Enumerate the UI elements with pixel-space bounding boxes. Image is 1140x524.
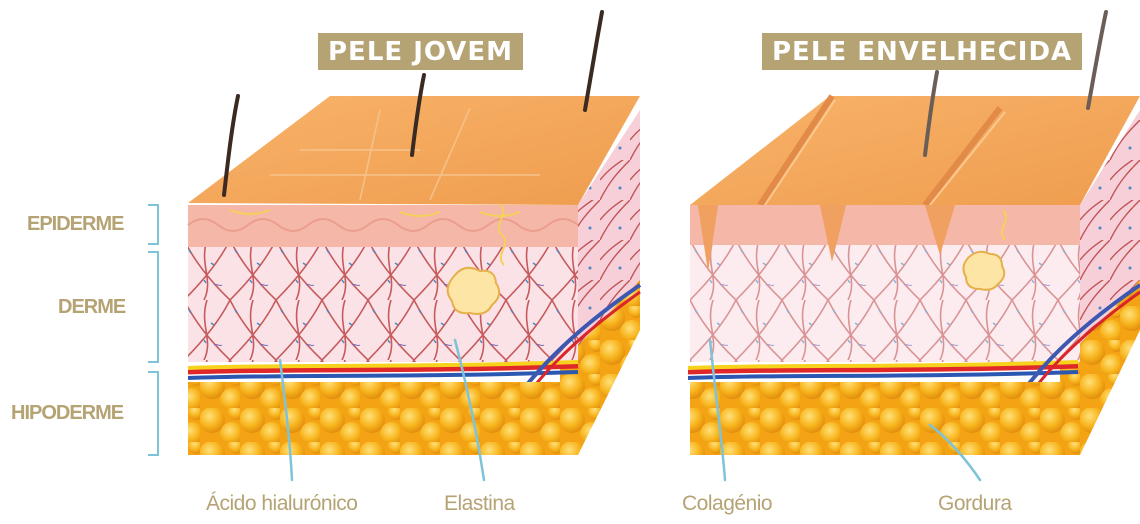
hair xyxy=(1088,12,1106,108)
young-dermis xyxy=(188,247,578,362)
young-skin-block xyxy=(188,12,640,455)
young-hypodermis xyxy=(188,382,560,455)
dermis-label: DERME xyxy=(58,296,125,319)
hyaluronic-label: Ácido hialurónico xyxy=(206,492,357,516)
hypodermis-label: HIPODERME xyxy=(11,402,123,425)
epidermis-bracket xyxy=(148,205,158,244)
fat-label: Gordura xyxy=(938,492,1012,516)
hair xyxy=(585,12,602,110)
epidermis-label: EPIDERME xyxy=(27,213,123,236)
collagen-label: Colagénio xyxy=(682,492,772,516)
layer-brackets xyxy=(148,205,158,455)
aged-epidermis xyxy=(690,205,1080,245)
hypodermis-bracket xyxy=(148,372,158,455)
aged-skin-title: PELE ENVELHECIDA xyxy=(762,33,1082,70)
young-skin-title: PELE JOVEM xyxy=(318,33,523,70)
elastin-label: Elastina xyxy=(444,492,515,516)
aged-hypodermis xyxy=(690,382,1062,455)
young-fat-cluster xyxy=(448,268,500,314)
aged-top-surface xyxy=(690,96,1140,205)
aged-skin-block xyxy=(688,12,1140,455)
aged-fat-cluster xyxy=(963,252,1004,290)
dermis-bracket xyxy=(148,252,158,362)
